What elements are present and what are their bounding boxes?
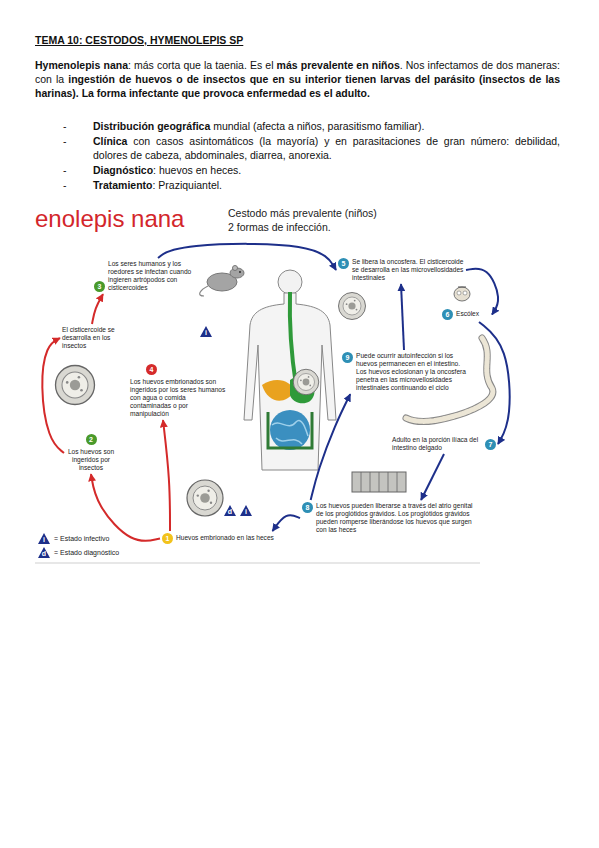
- bullet-text-part: mundial (afecta a niños, parasitismo fam…: [210, 120, 424, 132]
- step-number: 4: [146, 364, 157, 375]
- legend-text: = Estado diagnóstico: [54, 549, 119, 556]
- step-text: Los huevos son ingeridos por insectos: [66, 448, 116, 472]
- bullet-text: Tratamiento: Praziquiantel.: [93, 178, 560, 192]
- human-body: [244, 270, 336, 470]
- stage-callout: 3Los seres humanos y los roedores se inf…: [92, 258, 202, 294]
- step-number: 6: [442, 309, 453, 320]
- oncosphere-image: [339, 293, 366, 320]
- infective-triangle: [200, 326, 212, 337]
- bullet-mark: -: [63, 119, 67, 133]
- bullet-mark: -: [63, 163, 67, 177]
- paragraph-text: ingestión de huevos o de insectos que en…: [35, 73, 560, 99]
- stage-callout: 9Puede ocurrir autoinfección si los huev…: [340, 350, 468, 394]
- stage-callout: 7Adulto en la porción ilíaca del intesti…: [390, 434, 498, 454]
- stage-letter: d: [226, 508, 234, 516]
- cycle-arrow: [401, 284, 404, 350]
- step-number: 8: [302, 502, 313, 513]
- proglottids-image: [352, 472, 406, 492]
- egg-image: [293, 369, 319, 395]
- step-text: Los seres humanos y los roedores se infe…: [108, 260, 200, 292]
- legend-row: = Estado infectivo: [38, 533, 109, 544]
- bullet-text-part: Distribución geográfica: [93, 120, 210, 132]
- stage-letter: i: [202, 329, 210, 337]
- infective-triangle: [240, 505, 252, 516]
- step-text: Los huevos pueden liberarse a través del…: [316, 502, 476, 534]
- bullet-text-part: : Praziquiantel.: [153, 179, 222, 191]
- step-number: 7: [485, 439, 496, 450]
- egg-image: [187, 480, 223, 516]
- bullet-text-part: Diagnóstico: [93, 164, 153, 176]
- stage-callout: 2Los huevos son ingeridos por insectos: [64, 432, 118, 474]
- legend-swatch: [38, 533, 50, 544]
- cycle-arrow: [421, 454, 444, 500]
- frame-line: [35, 563, 480, 564]
- stage-callout: El cisticercoide se desarrolla en los in…: [60, 324, 124, 352]
- stage-callout: 5Se libera la oncosfera. El cisticercoid…: [336, 256, 466, 284]
- cycle-arrow: [92, 294, 103, 324]
- cycle-arrow: [466, 269, 498, 315]
- step-text: El cisticercoide se desarrolla en los in…: [62, 326, 122, 350]
- stage-callout: 6Escólex: [440, 307, 492, 322]
- bullet-item: - Diagnóstico: huevos en heces.: [35, 163, 560, 177]
- paragraph-text: más prevalente en niños: [277, 59, 400, 71]
- step-text: Se libera la oncosfera. El cisticercoide…: [352, 258, 464, 282]
- bullet-text-part: Clínica: [93, 135, 127, 147]
- bullet-text-part: Tratamiento: [93, 179, 153, 191]
- bullet-text: Diagnóstico: huevos en heces.: [93, 163, 560, 177]
- bullet-mark: -: [63, 134, 67, 148]
- bullet-item: - Distribución geográfica mundial (afecta…: [35, 119, 560, 133]
- step-number: 2: [86, 434, 97, 445]
- cysticercoid-image: [56, 366, 95, 405]
- diagram-subheading: 2 formas de infección.: [228, 221, 331, 234]
- diagram-heading: enolepis nana: [35, 205, 184, 233]
- page-title: TEMA 10: CESTODOS, HYMENOLEPIS SP: [35, 34, 243, 46]
- legend-letter: d: [40, 550, 48, 558]
- cycle-arrow: [91, 474, 160, 541]
- bullet-text-part: con casos asintomáticos (la mayoría) y e…: [93, 135, 560, 161]
- paragraph-text: : más corta que la taenia. Es el: [128, 59, 277, 71]
- step-text: Adulto en la porción ilíaca del intestin…: [392, 436, 482, 452]
- step-number: 5: [338, 258, 349, 269]
- step-number: 9: [342, 352, 353, 363]
- diagram-subheading: Cestodo más prevalente (niños): [228, 207, 377, 220]
- cycle-arrow: [479, 322, 510, 444]
- diagnostic-triangle: [224, 505, 236, 516]
- cycle-arrow: [42, 338, 64, 453]
- legend-swatch: [38, 547, 50, 558]
- step-text: Los huevos embrionados son ingeridos por…: [130, 378, 226, 418]
- rodent: [200, 266, 244, 297]
- cycle-arrow: [311, 394, 351, 500]
- bullet-item: - Tratamiento: Praziquiantel.: [35, 178, 560, 192]
- cycle-arrow: [158, 244, 336, 270]
- bullet-text: Distribución geográfica mundial (afecta …: [93, 119, 560, 133]
- bullet-list: - Distribución geográfica mundial (afecta…: [35, 119, 560, 193]
- stage-letter: i: [242, 508, 250, 516]
- step-text: Escólex: [456, 310, 490, 318]
- legend-letter: i: [40, 536, 48, 544]
- scolex-image: [454, 287, 470, 301]
- bullet-item: - Clínica con casos asintomáticos (la may…: [35, 134, 560, 162]
- cycle-arrow: [273, 515, 301, 531]
- stage-callout: 8Los huevos pueden liberarse a través de…: [300, 500, 478, 536]
- cycle-arrow: [163, 420, 170, 531]
- step-text: Huevos embrionado en las heces: [176, 534, 283, 542]
- step-number: 3: [94, 281, 105, 292]
- legend-row: = Estado diagnóstico: [38, 547, 119, 558]
- bullet-mark: -: [63, 178, 67, 192]
- step-number: 1: [162, 533, 173, 544]
- step-text: Puede ocurrir autoinfección si los huevo…: [356, 352, 466, 392]
- bullet-text-part: : huevos en heces.: [153, 164, 241, 176]
- intro-paragraph: Hymenolepis nana: más corta que la taeni…: [35, 58, 560, 100]
- bullet-text: Clínica con casos asintomáticos (la mayo…: [93, 134, 560, 162]
- paragraph-text: Hymenolepis nana: [35, 59, 128, 71]
- legend-text: = Estado infectivo: [54, 535, 109, 542]
- stage-callout: 4Los huevos embrionados son ingeridos po…: [128, 362, 228, 420]
- stage-callout: 1Huevos embrionado en las heces: [160, 531, 285, 546]
